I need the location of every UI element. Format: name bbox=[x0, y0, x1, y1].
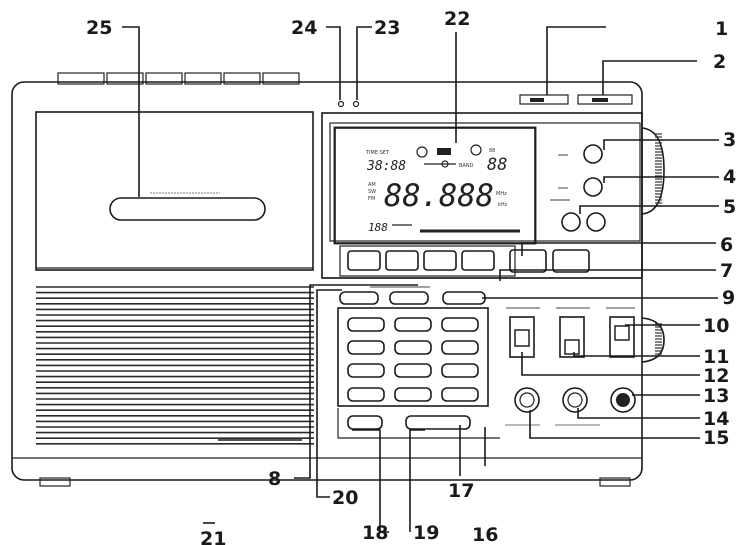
lcd-unit-khz: kHz bbox=[498, 202, 508, 208]
lcd-main-frequency: 88.888 bbox=[384, 178, 494, 214]
top-slide-switches bbox=[519, 94, 633, 105]
indicator-light bbox=[337, 100, 345, 108]
leader-line bbox=[529, 410, 700, 439]
callout-7: 7 bbox=[720, 260, 733, 282]
keypad-key bbox=[347, 340, 385, 355]
callout-21: 21 bbox=[200, 528, 226, 545]
callout-10: 10 bbox=[703, 315, 729, 337]
svg-text:BAND: BAND bbox=[459, 163, 474, 169]
callout-3: 3 bbox=[723, 129, 736, 151]
right-function-buttons bbox=[550, 144, 606, 232]
leader-line bbox=[294, 284, 418, 479]
radio-body bbox=[11, 81, 643, 481]
lcd-small-left: 188 bbox=[368, 221, 388, 234]
callout-23: 23 bbox=[374, 17, 400, 39]
callout-4: 4 bbox=[723, 166, 736, 188]
callout-13: 13 bbox=[703, 385, 729, 407]
callout-9: 9 bbox=[722, 287, 735, 309]
callout-20: 20 bbox=[332, 487, 358, 509]
keypad-key bbox=[441, 363, 479, 378]
top-buttons bbox=[57, 72, 300, 85]
svg-text:TIME·SET: TIME·SET bbox=[365, 150, 390, 156]
svg-text:AM: AM bbox=[368, 182, 376, 188]
leader-line bbox=[603, 176, 719, 183]
keypad-key bbox=[441, 317, 479, 332]
lcd-unit-mhz: MHz bbox=[496, 191, 507, 197]
lcd-clock: 38:88 bbox=[366, 159, 406, 174]
tuning-knob bbox=[641, 127, 665, 215]
callout-25: 25 bbox=[86, 17, 112, 39]
speaker-grille bbox=[36, 286, 314, 445]
svg-text:SW: SW bbox=[368, 189, 376, 195]
lcd-channel: 88 bbox=[487, 155, 507, 175]
slide-switches bbox=[506, 307, 635, 358]
indicator-light bbox=[352, 100, 360, 108]
jacks bbox=[505, 387, 636, 426]
callout-8: 8 bbox=[268, 468, 281, 490]
keypad-key bbox=[347, 387, 385, 402]
callout-12: 12 bbox=[703, 365, 729, 387]
leader-line bbox=[521, 242, 716, 256]
callout-24: 24 bbox=[291, 17, 317, 39]
leader-line bbox=[499, 269, 716, 281]
cassette-compartment bbox=[35, 111, 314, 271]
callout-11: 11 bbox=[703, 346, 729, 368]
leader-line bbox=[603, 139, 719, 150]
leader-line bbox=[122, 26, 140, 197]
leader-lines bbox=[122, 26, 719, 533]
lcd-contents: TIME·SET 38:88 88 88 BAND AM SW FM 88.88… bbox=[365, 144, 520, 234]
keypad-key bbox=[441, 387, 479, 402]
callout-6: 6 bbox=[720, 234, 733, 256]
leader-line bbox=[521, 352, 700, 376]
callout-18: 18 bbox=[362, 522, 388, 544]
leader-line bbox=[602, 60, 697, 95]
callout-15: 15 bbox=[703, 427, 729, 449]
keypad-key bbox=[394, 363, 432, 378]
keypad-key bbox=[394, 317, 432, 332]
keypad-key bbox=[347, 317, 385, 332]
leader-line bbox=[326, 26, 341, 100]
leader-line bbox=[409, 429, 425, 532]
keypad-key bbox=[394, 387, 432, 402]
volume-knob bbox=[641, 317, 665, 363]
keypad-key bbox=[441, 340, 479, 355]
keypad-key bbox=[394, 340, 432, 355]
lcd-screen bbox=[334, 127, 536, 244]
callout-14: 14 bbox=[703, 408, 729, 430]
keypad-key bbox=[347, 363, 385, 378]
leader-line bbox=[316, 289, 342, 498]
leader-line bbox=[579, 205, 719, 214]
svg-text:88: 88 bbox=[489, 148, 495, 154]
keypad-area bbox=[322, 277, 642, 439]
leader-line bbox=[577, 408, 700, 419]
leader-line bbox=[356, 26, 372, 100]
callout-16: 16 bbox=[472, 524, 498, 545]
callout-22: 22 bbox=[444, 8, 470, 30]
callout-19: 19 bbox=[413, 522, 439, 544]
callout-5: 5 bbox=[723, 196, 736, 218]
callout-2: 2 bbox=[713, 51, 726, 73]
preset-buttons bbox=[339, 245, 590, 277]
callout-1: 1 bbox=[715, 18, 728, 40]
svg-text:FM: FM bbox=[368, 196, 375, 202]
leader-line bbox=[352, 429, 389, 533]
leader-line bbox=[573, 352, 700, 357]
leader-line bbox=[546, 26, 606, 95]
callout-17: 17 bbox=[448, 480, 474, 502]
